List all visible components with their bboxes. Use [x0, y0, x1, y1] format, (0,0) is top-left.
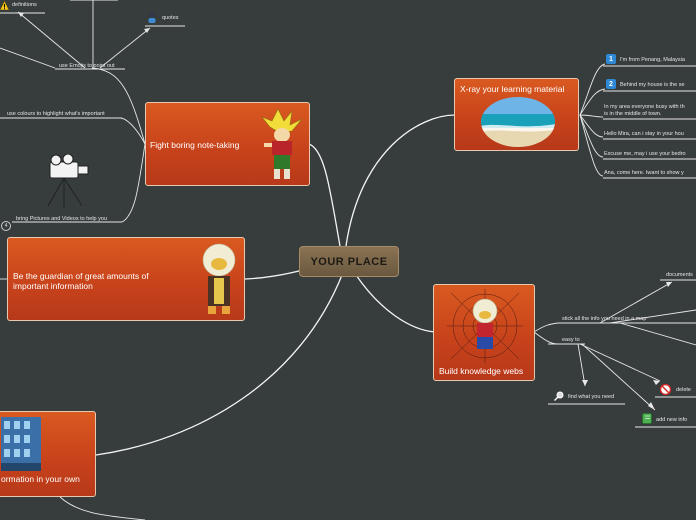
connector-central-xray [345, 114, 456, 247]
label-area-line1[interactable]: In my area everyone busy with th [604, 104, 685, 110]
topic-knowledge-webs[interactable]: Build knowledge webs [433, 284, 535, 381]
no-entry-icon [660, 384, 671, 395]
topic-fight-note-taking[interactable]: Fight boring note-taking [145, 102, 310, 186]
topic-label: Fight boring note-taking [150, 140, 240, 150]
connector-central-own [95, 274, 343, 456]
video-camera-image [47, 154, 89, 208]
label-ana[interactable]: Ana, come here. Iwant to show y [604, 170, 684, 176]
topic-guardian[interactable]: Be the guardian of great amounts of impo… [7, 237, 245, 321]
number-one-icon: 1 [606, 54, 616, 64]
label-area-line2[interactable]: is in the middle of town. [604, 111, 662, 117]
label-stick[interactable]: stick all the info you need in a map [562, 316, 647, 322]
warning-icon [0, 1, 9, 10]
cartoon-character-image [261, 108, 303, 179]
label-easy[interactable]: easy to [562, 337, 580, 343]
connector-central-note [308, 143, 341, 247]
building-image [1, 417, 41, 471]
person-icon [148, 12, 156, 23]
label-mira[interactable]: Hello Mira, can i stay in your hou [604, 131, 684, 137]
label-pictures[interactable]: bring Pictures and Videos to help you [16, 216, 108, 222]
magnifier-icon [554, 391, 564, 401]
topic-own-words[interactable]: ormation in your own [0, 411, 96, 497]
collapsed-count-badge[interactable]: 4 [1, 221, 11, 231]
topic-label: Be the guardian of great amounts of impo… [13, 271, 149, 291]
label-house[interactable]: Behind my house is the se [620, 82, 685, 88]
topic-xray[interactable]: X-ray your learning material [454, 78, 579, 151]
number-two-icon: 2 [606, 79, 616, 89]
topic-label: ormation in your own [1, 474, 80, 484]
cartoon-character-image [202, 243, 236, 314]
label-colours[interactable]: use colours to highlight what's importan… [7, 111, 105, 117]
label-delete[interactable]: delete [676, 387, 691, 393]
label-excuse[interactable]: Excuse me, may i use your bedro [604, 151, 686, 157]
label-definitions[interactable]: definitions [12, 2, 37, 8]
topic-label: Build knowledge webs [439, 366, 524, 376]
label-find[interactable]: find what you need [568, 394, 615, 400]
label-documents[interactable]: documents [666, 272, 693, 278]
topic-label: X-ray your learning material [460, 84, 565, 94]
beach-image [481, 97, 555, 147]
notebook-icon [642, 413, 652, 424]
connector-central-webs [355, 274, 436, 333]
central-topic[interactable]: YOUR PLACE [299, 246, 399, 277]
label-add[interactable]: add new info [656, 417, 688, 423]
label-penang[interactable]: I'm from Penang, Malaysia [620, 57, 685, 63]
central-topic-label: YOUR PLACE [310, 255, 388, 268]
label-quotes[interactable]: quotes [162, 15, 179, 21]
spider-web-character-image [447, 289, 523, 363]
label-emojis[interactable]: use Emojis to point out [59, 63, 115, 69]
